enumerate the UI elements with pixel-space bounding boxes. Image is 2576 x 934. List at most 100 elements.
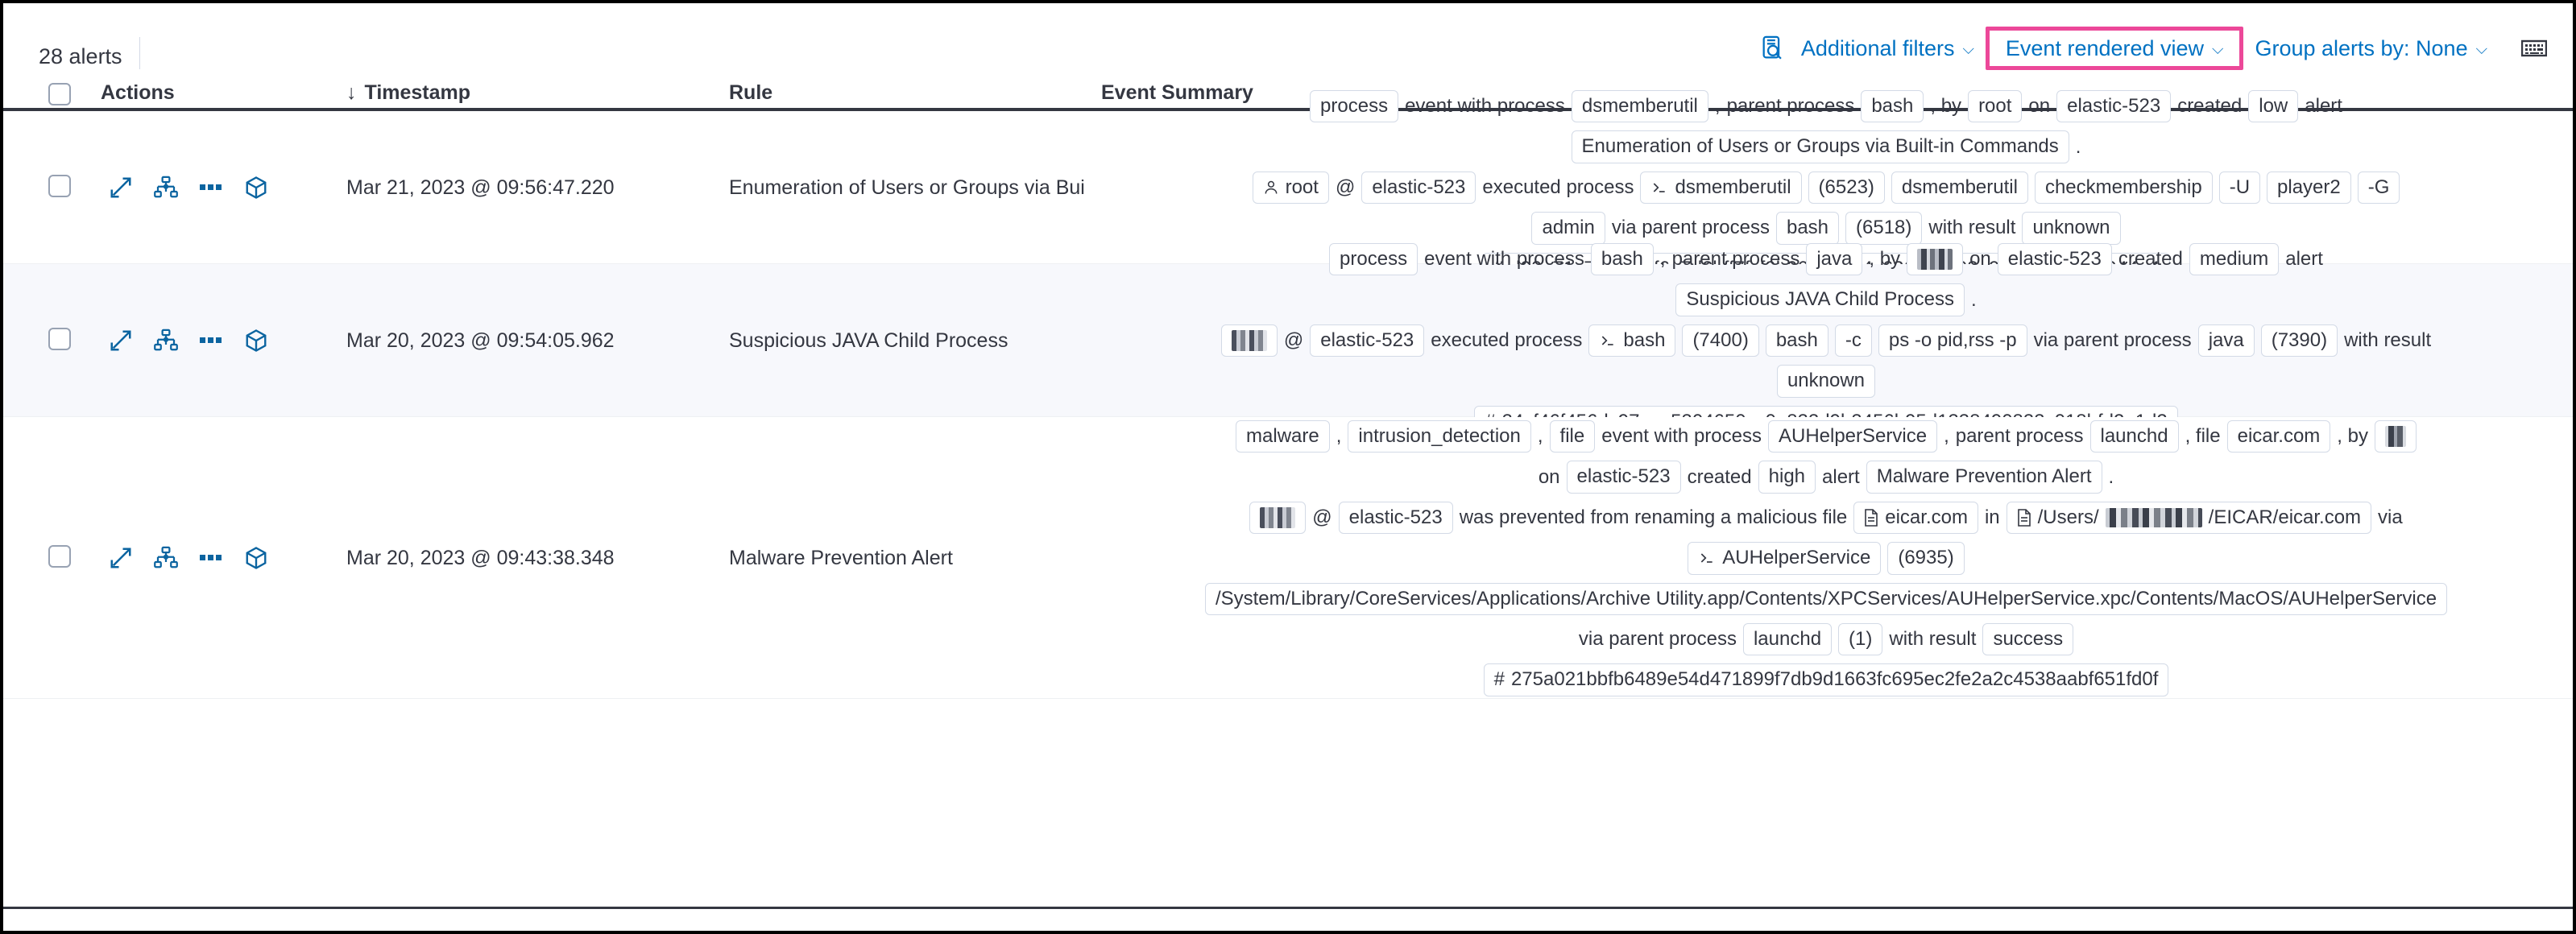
- row-select-checkbox[interactable]: [48, 545, 71, 568]
- group-alerts-by-button[interactable]: Group alerts by: None ⌵: [2243, 31, 2499, 66]
- summary-value-chip[interactable]: success: [1982, 622, 2074, 656]
- summary-value-chip[interactable]: bash: [1861, 90, 1924, 123]
- expand-icon[interactable]: [109, 176, 133, 200]
- summary-value-chip[interactable]: -G: [2357, 171, 2400, 205]
- summary-value-chip[interactable]: launchd: [1742, 622, 1833, 656]
- summary-value-chip[interactable]: checkmembership: [2034, 171, 2213, 205]
- chip-label: file: [1559, 425, 1585, 447]
- summary-value-chip[interactable]: [1220, 324, 1278, 357]
- summary-value-chip[interactable]: (6523): [1808, 171, 1885, 205]
- summary-value-chip[interactable]: elastic-523: [2056, 90, 2172, 123]
- summary-value-chip[interactable]: (6935): [1887, 542, 1965, 575]
- summary-value-chip[interactable]: AUHelperService: [1767, 420, 1938, 453]
- expand-icon[interactable]: [109, 546, 133, 570]
- summary-value-chip[interactable]: eicar.com: [1853, 501, 1978, 535]
- summary-value-chip[interactable]: Malware Prevention Alert: [1866, 461, 2102, 494]
- row-select-checkbox[interactable]: [48, 175, 71, 197]
- more-icon[interactable]: [199, 336, 223, 345]
- summary-value-chip[interactable]: elastic-523: [1361, 171, 1476, 205]
- summary-value-chip[interactable]: eicar.com: [2226, 420, 2331, 453]
- keyboard-icon[interactable]: [2521, 39, 2547, 58]
- analyzer-icon[interactable]: [154, 176, 178, 200]
- summary-value-chip[interactable]: launchd: [2089, 420, 2179, 453]
- row-select-checkbox[interactable]: [48, 328, 71, 350]
- summary-value-chip[interactable]: (6518): [1845, 212, 1923, 245]
- summary-value-chip[interactable]: (1): [1838, 622, 1883, 656]
- summary-value-chip[interactable]: unknown: [2022, 212, 2121, 245]
- summary-value-chip[interactable]: java: [2197, 324, 2255, 357]
- summary-value-chip[interactable]: high: [1758, 461, 1816, 494]
- summary-value-chip[interactable]: dsmemberutil: [1891, 171, 2028, 205]
- summary-value-chip[interactable]: bash: [1590, 243, 1654, 276]
- summary-value-chip[interactable]: bash: [1765, 324, 1828, 357]
- summary-value-chip[interactable]: file: [1549, 420, 1596, 453]
- summary-value-chip[interactable]: elastic-523: [1338, 501, 1453, 535]
- analyzer-icon[interactable]: [154, 546, 178, 570]
- summary-value-chip[interactable]: [1249, 501, 1307, 534]
- summary-value-chip[interactable]: elastic-523: [1566, 461, 1681, 494]
- summary-value-chip[interactable]: [2374, 420, 2417, 453]
- summary-value-chip[interactable]: low: [2248, 90, 2299, 123]
- session-icon[interactable]: [244, 546, 268, 570]
- table-row[interactable]: Mar 20, 2023 @ 09:43:38.348 Malware Preve…: [0, 417, 2576, 699]
- row-timestamp: Mar 20, 2023 @ 09:43:38.348: [346, 547, 615, 569]
- summary-text: on: [1538, 465, 1560, 488]
- summary-value-chip[interactable]: admin: [1531, 212, 1605, 245]
- file-icon: [1864, 509, 1878, 527]
- analyzer-icon[interactable]: [154, 329, 178, 353]
- summary-value-chip[interactable]: /Users//EICAR/eicar.com: [2006, 501, 2372, 535]
- summary-value-chip[interactable]: (7390): [2260, 324, 2338, 357]
- summary-text: created: [1687, 465, 1752, 488]
- chip-label: dsmemberutil: [1581, 95, 1698, 117]
- more-icon[interactable]: [199, 183, 223, 192]
- summary-value-chip[interactable]: process: [1310, 90, 1399, 123]
- summary-value-chip[interactable]: -c: [1834, 324, 1872, 357]
- summary-value-chip[interactable]: [1907, 243, 1964, 276]
- user-icon: [1263, 180, 1279, 196]
- summary-value-chip[interactable]: ps -o pid,rss -p: [1878, 324, 2027, 357]
- summary-value-chip[interactable]: player2: [2267, 171, 2351, 205]
- session-icon[interactable]: [244, 329, 268, 353]
- summary-value-chip[interactable]: (7400): [1682, 324, 1759, 357]
- column-header-timestamp-label: Timestamp: [364, 81, 471, 104]
- summary-value-chip[interactable]: elastic-523: [1310, 324, 1425, 357]
- additional-filters-button[interactable]: Additional filters ⌵: [1790, 31, 1986, 66]
- summary-value-chip[interactable]: process: [1329, 243, 1418, 276]
- console-icon: [1650, 180, 1668, 196]
- chip-label: ps -o pid,rss -p: [1888, 329, 2017, 351]
- column-header-timestamp[interactable]: ↓ Timestamp: [346, 77, 470, 108]
- summary-value-chip[interactable]: medium: [2189, 243, 2280, 276]
- event-summary-line: unknown: [1101, 365, 2551, 398]
- summary-value-chip[interactable]: malware: [1236, 420, 1330, 453]
- summary-text: ,: [1944, 425, 1949, 448]
- redacted-path-segment: [2105, 507, 2202, 527]
- summary-value-chip[interactable]: #275a021bbfb6489e54d471899f7db9d1663fc69…: [1483, 663, 2169, 696]
- inspect-icon[interactable]: [1759, 35, 1787, 62]
- summary-value-chip[interactable]: root: [1252, 171, 1329, 205]
- event-rendered-view-button[interactable]: Event rendered view ⌵: [1994, 31, 2235, 66]
- summary-value-chip[interactable]: bash: [1775, 212, 1840, 245]
- summary-value-chip[interactable]: dsmemberutil: [1640, 171, 1802, 205]
- summary-text: via parent process: [2033, 329, 2192, 351]
- summary-value-chip[interactable]: AUHelperService: [1688, 542, 1882, 575]
- summary-value-chip[interactable]: Enumeration of Users or Groups via Built…: [1571, 130, 2069, 163]
- event-summary-line: /System/Library/CoreServices/Application…: [1101, 582, 2551, 615]
- summary-value-chip[interactable]: intrusion_detection: [1348, 420, 1531, 453]
- summary-value-chip[interactable]: java: [1806, 243, 1863, 276]
- summary-value-chip[interactable]: /System/Library/CoreServices/Application…: [1204, 582, 2448, 615]
- session-icon[interactable]: [244, 176, 268, 200]
- more-icon[interactable]: [199, 553, 223, 563]
- summary-value-chip[interactable]: bash: [1588, 324, 1676, 357]
- summary-value-chip[interactable]: elastic-523: [1997, 243, 2112, 276]
- select-all-checkbox[interactable]: [48, 83, 71, 105]
- summary-value-chip[interactable]: Suspicious JAVA Child Process: [1675, 283, 1965, 316]
- summary-value-chip[interactable]: root: [1968, 90, 2023, 123]
- summary-value-chip[interactable]: unknown: [1776, 365, 1876, 398]
- summary-value-chip[interactable]: dsmemberutil: [1571, 90, 1708, 123]
- expand-icon[interactable]: [109, 329, 133, 353]
- console-icon: [1698, 550, 1716, 566]
- summary-value-chip[interactable]: -U: [2218, 171, 2261, 205]
